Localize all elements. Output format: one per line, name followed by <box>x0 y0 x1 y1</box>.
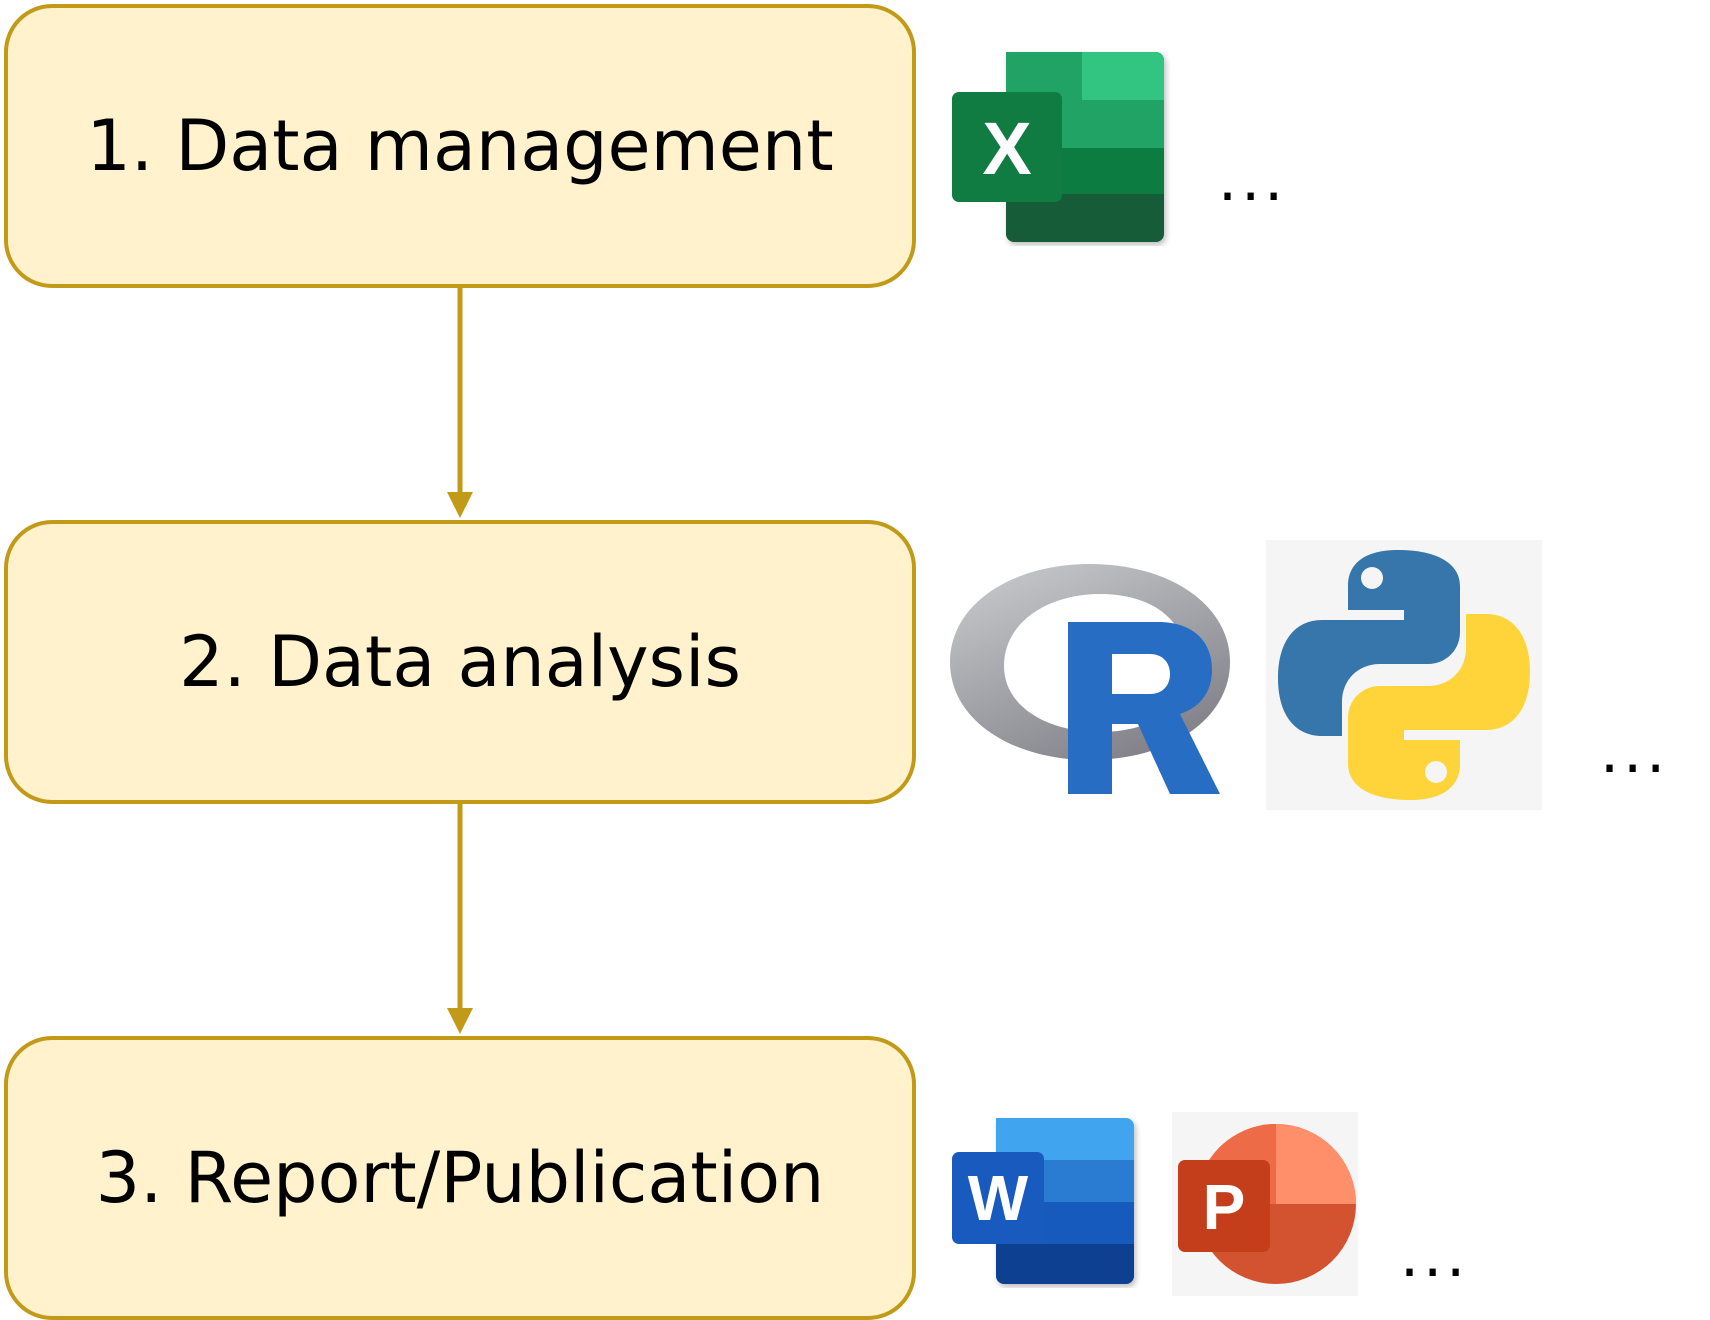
excel-icon: X <box>952 52 1164 242</box>
step-label: 2. Data analysis <box>179 621 741 703</box>
word-icon: W <box>952 1118 1134 1284</box>
svg-text:P: P <box>1203 1171 1246 1243</box>
r-logo-icon <box>950 564 1230 794</box>
more-tools-ellipsis: ... <box>1218 145 1288 215</box>
step-label: 1. Data management <box>86 105 834 187</box>
arrow-1-to-2 <box>447 288 473 518</box>
svg-text:W: W <box>968 1162 1029 1234</box>
step-label: 3. Report/Publication <box>95 1137 825 1219</box>
more-tools-ellipsis: ... <box>1600 717 1670 787</box>
step-box-data-management: 1. Data management <box>4 4 916 288</box>
python-logo-icon <box>1266 540 1542 810</box>
more-tools-ellipsis: ... <box>1400 1221 1470 1291</box>
arrow-2-to-3 <box>447 804 473 1034</box>
step-box-data-analysis: 2. Data analysis <box>4 520 916 804</box>
svg-text:X: X <box>982 107 1031 190</box>
powerpoint-icon: P <box>1172 1112 1358 1296</box>
step-box-report-publication: 3. Report/Publication <box>4 1036 916 1320</box>
